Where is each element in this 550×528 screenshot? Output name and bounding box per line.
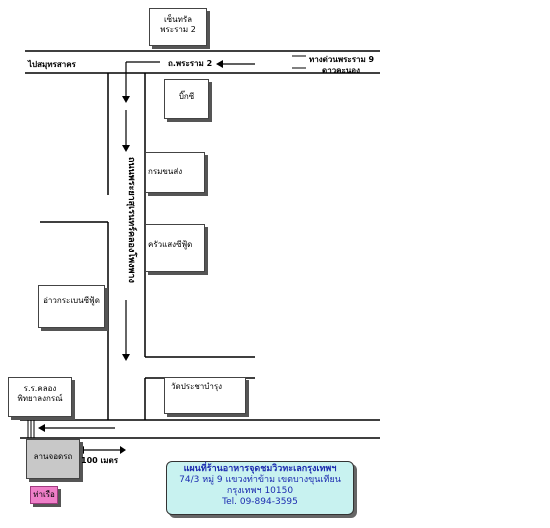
arrow-head [38,424,45,432]
arrow-head [120,446,126,454]
info-box: แผนที่ร้านอาหารจุดชมวิวทะเลกรุงเทพฯ 74/3… [166,461,354,515]
info-address2: กรุงเทพฯ 10150 [226,486,294,496]
pier-label: ท่าเรือ [33,490,55,499]
school-line2: พิทยาลงกรณ์ [17,394,63,403]
parking-box: ลานจอดรถ [26,439,80,479]
central-rama2-box: เซ็นทรัล พระราม 2 [149,8,207,46]
rama9-line2: ดาวคะนอง [322,66,361,75]
info-title: แผนที่ร้านอาหารจุดชมวิวทะเลกรุงเทพฯ [183,464,337,474]
bigc-box: บิ๊กซี [164,79,209,119]
rama2-label: ถ.พระราม 2 [168,59,213,68]
arrow-head [78,446,84,454]
pier-box: ท่าเรือ [30,486,58,504]
school-line1: ร.ร.คลอง [23,384,57,393]
fishery-box: กรมขนส่ง [145,152,205,193]
arrow-head [122,96,130,103]
rama9-line1: ทางด่วนพระราม 9 [309,55,375,64]
kitchen-label: ครัวแสงซีฟู้ด [148,240,193,249]
bay-seafood-label: อ่าวกระเบนซีฟู้ด [43,296,100,305]
bay-seafood-box: อ่าวกระเบนซีฟู้ด [38,285,105,328]
temple-label: วัดประชาบำรุง [171,382,223,391]
vertical-road-label: ถนนพระยาสุเรนทร์คลองโพงพาง [126,157,136,283]
parking-label: ลานจอดรถ [33,452,73,461]
kitchen-box: ครัวแสงซีฟู้ด [145,224,205,272]
central-line2: พระราม 2 [160,25,196,34]
bigc-label: บิ๊กซี [178,92,195,101]
arrow-head [216,60,223,68]
to-samut-label: ไปสมุทรสาคร [28,60,76,69]
temple-box: วัดประชาบำรุง [164,377,246,414]
school-box: ร.ร.คลอง พิทยาลงกรณ์ [8,377,72,417]
arrow-head [122,145,130,152]
arrow-head [122,354,130,361]
info-tel: Tel. 09-894-3595 [222,497,298,507]
distance-label: 100 เมตร [81,456,118,465]
fishery-label: กรมขนส่ง [148,167,183,176]
info-address1: 74/3 หมู่ 9 แขวงท่าข้าม เขตบางขุนเทียน [179,475,341,485]
central-line1: เซ็นทรัล [163,15,193,24]
